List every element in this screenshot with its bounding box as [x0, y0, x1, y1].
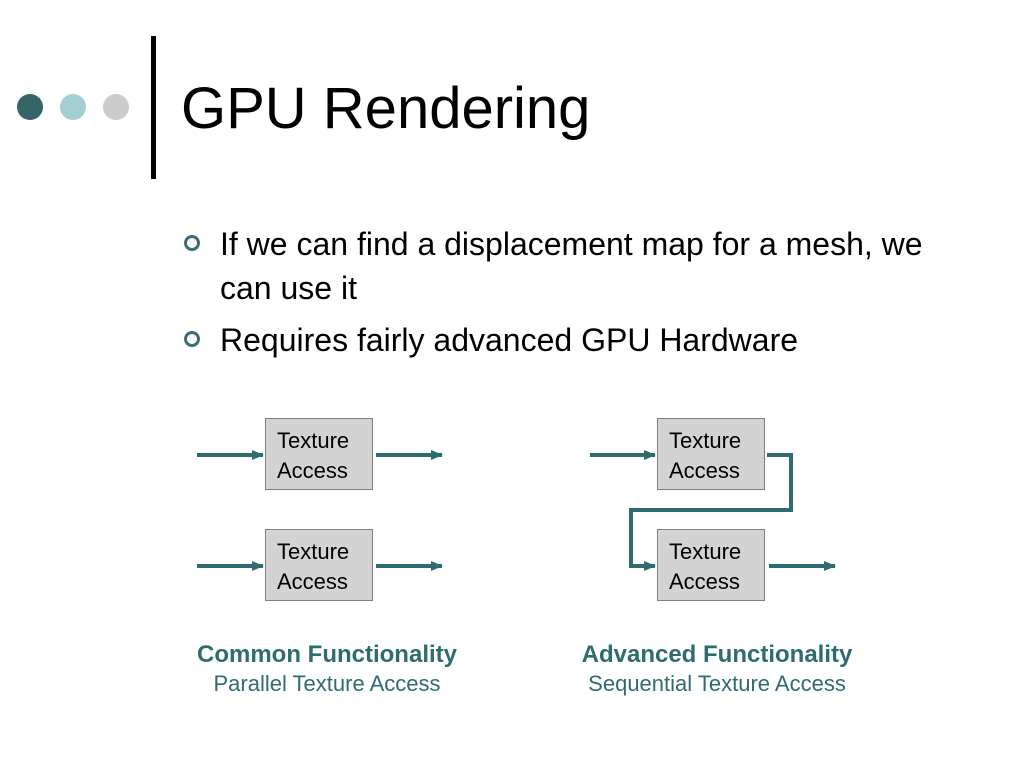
title-divider — [151, 36, 156, 179]
box-label-line1: Texture — [669, 428, 742, 453]
advanced-caption-title: Advanced Functionality — [581, 641, 853, 668]
box-label-line1: Texture — [277, 539, 350, 564]
bullet-marker-icon — [184, 235, 200, 251]
bullet-text: If we can find a displacement map for a … — [220, 226, 923, 306]
decor-dot-dark — [17, 94, 43, 120]
bullet-text: Requires fairly advanced GPU Hardware — [220, 322, 799, 358]
box-label-line2: Access — [669, 569, 740, 594]
bullet-marker-icon — [184, 331, 200, 347]
common-caption: Common Functionality Parallel Texture Ac… — [146, 640, 508, 698]
common-caption-title: Common Functionality — [197, 641, 457, 668]
bullet-item: If we can find a displacement map for a … — [182, 222, 942, 310]
box-label-line2: Access — [277, 569, 348, 594]
bullet-list: If we can find a displacement map for a … — [182, 222, 942, 370]
box-label-line2: Access — [277, 458, 348, 483]
texture-access-box: Texture Access — [265, 529, 373, 601]
bullet-item: Requires fairly advanced GPU Hardware — [182, 318, 942, 362]
texture-access-box: Texture Access — [265, 418, 373, 490]
texture-access-box: Texture Access — [657, 418, 765, 490]
decor-dot-teal — [60, 94, 86, 120]
arrow-advanced-chain — [629, 453, 793, 571]
slide-title: GPU Rendering — [181, 76, 591, 141]
box-label-line1: Texture — [669, 539, 742, 564]
advanced-caption: Advanced Functionality Sequential Textur… — [536, 640, 898, 698]
box-label-line2: Access — [669, 458, 740, 483]
advanced-caption-subtitle: Sequential Texture Access — [588, 671, 846, 696]
decor-dot-grey — [103, 94, 129, 120]
box-label-line1: Texture — [277, 428, 350, 453]
common-caption-subtitle: Parallel Texture Access — [213, 671, 441, 696]
texture-access-box: Texture Access — [657, 529, 765, 601]
